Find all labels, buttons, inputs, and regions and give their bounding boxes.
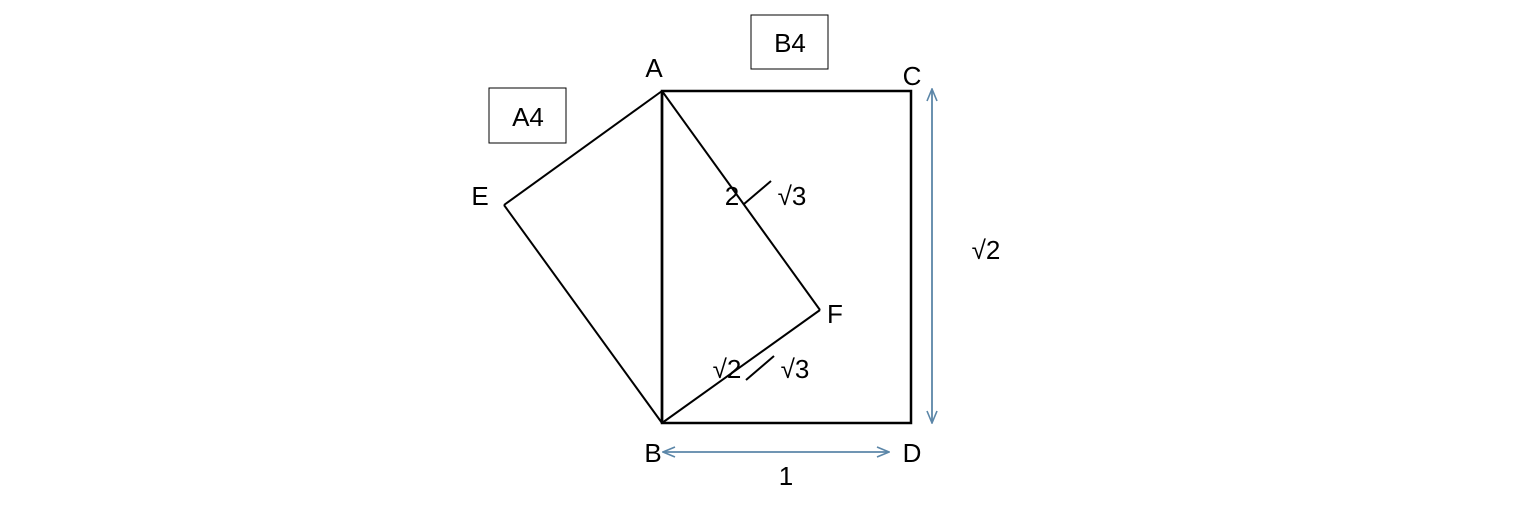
- segment-fb: [661, 309, 821, 424]
- ratio-label-af-left: 2: [725, 181, 739, 211]
- segment-af: [661, 90, 821, 311]
- dimension-label-width: 1: [779, 461, 793, 491]
- box-b4: [750, 14, 829, 70]
- ratio-label-af-right: √3: [778, 181, 807, 211]
- box-a4-label: A4: [512, 102, 544, 132]
- point-label-d: D: [903, 438, 922, 468]
- box-a4: [488, 87, 567, 144]
- segment-ae: [503, 90, 663, 206]
- box-b4-label: B4: [774, 28, 806, 58]
- point-label-e: E: [471, 181, 488, 211]
- point-label-a: A: [645, 53, 663, 83]
- ratio-label-bf-right: √3: [781, 354, 810, 384]
- point-label-f: F: [827, 299, 843, 329]
- point-label-b: B: [644, 438, 661, 468]
- segment-eb: [503, 204, 663, 424]
- ratio-slash-bf: [745, 355, 775, 381]
- ratio-slash-af: [743, 180, 772, 205]
- ratio-label-bf-left: √2: [713, 354, 742, 384]
- dimension-label-height: √2: [972, 235, 1001, 265]
- point-label-c: C: [903, 61, 922, 91]
